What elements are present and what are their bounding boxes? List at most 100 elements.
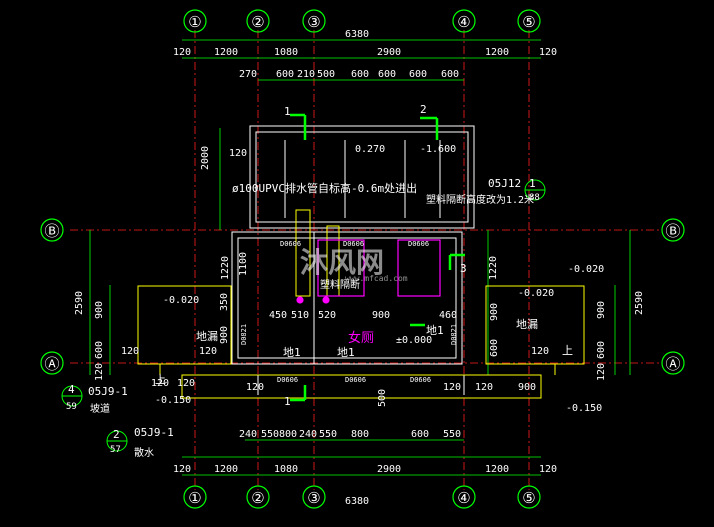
dim-lower120-3: 900 — [518, 382, 536, 393]
dim-lower-500: 500 — [377, 389, 388, 407]
elev-right-low: -0.150 — [566, 403, 602, 414]
dim-top-3: 2900 — [377, 47, 401, 58]
window-tag-1: D0606 — [343, 240, 364, 248]
plastic-partition — [296, 239, 441, 304]
dim-lower-0: 240 — [239, 429, 257, 440]
dim-left-120: 120 — [229, 148, 247, 159]
slab-outline — [137, 209, 585, 399]
dim-small-1: 120 — [199, 346, 217, 357]
label-scatter: 散水 — [134, 446, 154, 459]
note-plastic-lid: 塑料隔断高度改为1.2米 — [426, 193, 534, 206]
dim-top-1: 1200 — [214, 47, 238, 58]
dim-lower-6: 600 — [411, 429, 429, 440]
dim-lower120-5: 120 — [475, 382, 493, 393]
watermark-url: www.mfcad.com — [345, 274, 408, 283]
label-floor-3: 地1 — [426, 324, 444, 337]
section-markers — [290, 113, 465, 402]
elev-top-left: 0.270 — [355, 144, 385, 155]
axis-label-top-3: ③ — [307, 13, 320, 31]
dim-top-2: 1080 — [274, 47, 298, 58]
window-tag-4: D0606 — [345, 376, 366, 384]
dim-overall-bottom: 6380 — [345, 496, 369, 507]
dim-upper-4: 600 — [351, 69, 369, 80]
label-ramp: 坡道 — [90, 402, 110, 415]
ref-57: 57 — [110, 445, 121, 455]
elev-left-mid: -0.020 — [163, 295, 199, 306]
dim-upper-6: 600 — [409, 69, 427, 80]
dim-inner-600r: 600 — [489, 339, 500, 357]
axis-label-top-1: ① — [188, 13, 201, 31]
elev-top-right: -1.600 — [420, 144, 456, 155]
window-tag-2: D0606 — [408, 240, 429, 248]
ref-2: 2 — [113, 428, 120, 441]
dim-lower-2: 800 — [279, 429, 297, 440]
dim-inner-350: 350 — [219, 293, 230, 311]
dim-lower-1: 550 — [261, 429, 279, 440]
elev-left-low: -0.150 — [155, 395, 191, 406]
axis-bubbles — [40, 9, 685, 509]
ref-88: 88 — [529, 193, 540, 203]
label-section-2-top: 2 — [420, 103, 427, 116]
label-up-left: 上 — [155, 373, 166, 386]
dim-bottom-4: 1200 — [485, 464, 509, 475]
dim-lower-5: 800 — [351, 429, 369, 440]
window-tag-3: D0606 — [277, 376, 298, 384]
axis-label-left-a: Ⓐ — [44, 355, 59, 373]
dim-inner-4: 460 — [439, 310, 457, 321]
dim-small-0: 120 — [121, 346, 139, 357]
dim-lower-3: 240 — [299, 429, 317, 440]
dim-right-900: 900 — [596, 301, 607, 319]
axis-label-bottom-3: ③ — [307, 489, 320, 507]
label-drain-right: 地漏 — [516, 318, 538, 331]
dim-left-900: 900 — [94, 301, 105, 319]
dim-left-120b: 120 — [94, 363, 105, 381]
label-section-1-bottom: 1 — [284, 395, 291, 408]
dim-left-1220: 1220 — [220, 256, 231, 280]
ref-05j9-b: 05J9-1 — [134, 426, 174, 439]
dim-inner-0: 450 — [269, 310, 287, 321]
dim-left-2000: 2000 — [200, 146, 211, 170]
dim-lower120-4: 120 — [443, 382, 461, 393]
axis-label-top-4: ④ — [457, 13, 470, 31]
watermark-text: 沐风网 — [300, 246, 384, 279]
window-tag-6: D0821 — [240, 324, 248, 345]
dim-small-2: 120 — [531, 346, 549, 357]
note-partition: 塑料隔断 — [320, 278, 360, 291]
dim-upper-3: 500 — [317, 69, 335, 80]
dim-inner-2: 520 — [318, 310, 336, 321]
dim-right-600: 600 — [596, 341, 607, 359]
ref-05j12: 05J12 — [488, 177, 521, 190]
dim-left-2590: 2590 — [74, 291, 85, 315]
dim-upper-2: 210 — [297, 69, 315, 80]
dim-right-2590: 2590 — [634, 291, 645, 315]
dim-lower120-0: 120 — [151, 378, 169, 389]
watermark: 沐风网 www.mfcad.com — [300, 246, 408, 283]
label-up-right: 上 — [562, 344, 573, 357]
dim-upper-0: 270 — [239, 69, 257, 80]
wall-outlines — [231, 125, 475, 395]
label-section-1-top: 1 — [284, 105, 291, 118]
dim-bottom-1: 1200 — [214, 464, 238, 475]
dim-lower-7: 550 — [443, 429, 461, 440]
label-female-wc: 女厕 — [348, 330, 374, 346]
window-tag-0: D0606 — [280, 240, 301, 248]
ref-1-top: 1 — [529, 177, 536, 190]
ref-4: 4 — [68, 383, 75, 396]
elev-right-mid: -0.020 — [518, 288, 554, 299]
dim-left-1100: 1100 — [238, 252, 249, 276]
dim-inner-1: 510 — [291, 310, 309, 321]
dim-bottom-5: 120 — [539, 464, 557, 475]
axis-label-bottom-2: ② — [251, 489, 264, 507]
axis-label-bottom-4: ④ — [457, 489, 470, 507]
detail-callouts — [61, 179, 546, 452]
dim-inner-3: 900 — [372, 310, 390, 321]
dim-lower120-2: 120 — [246, 382, 264, 393]
label-floor-2: 地1 — [337, 346, 355, 359]
dim-overall-top: 6380 — [345, 29, 369, 40]
elev-right-upper: -0.020 — [568, 264, 604, 275]
dim-inner-900: 900 — [219, 326, 230, 344]
dim-lower-4: 550 — [319, 429, 337, 440]
axis-label-bottom-5: ⑤ — [522, 489, 535, 507]
axis-label-left-b: Ⓑ — [44, 222, 59, 240]
